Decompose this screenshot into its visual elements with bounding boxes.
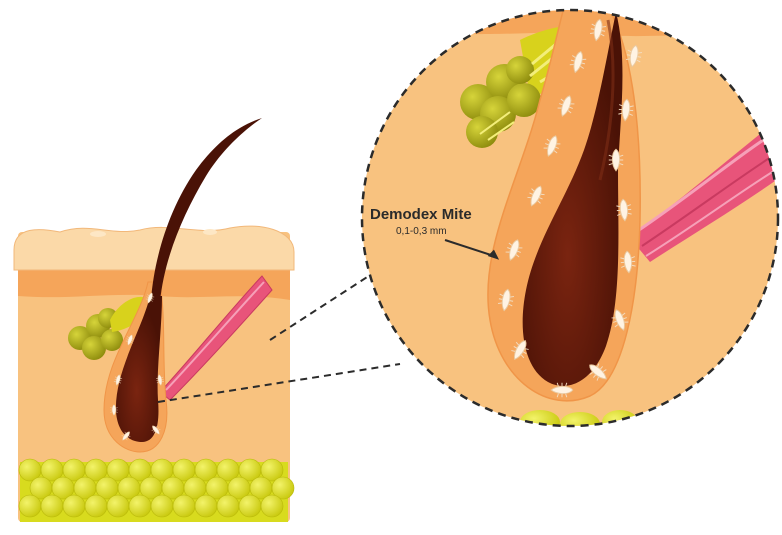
fat-cell — [195, 495, 217, 517]
fat-cell — [85, 495, 107, 517]
label-size: 0,1-0,3 mm — [396, 226, 447, 237]
skin-surface — [14, 226, 294, 270]
fat-cell — [261, 495, 283, 517]
fat-cell — [63, 495, 85, 517]
fat-cell — [129, 495, 151, 517]
fat-cell — [151, 495, 173, 517]
fat-cell — [239, 495, 261, 517]
fat-cell — [41, 495, 63, 517]
skin-cross-section — [14, 118, 294, 522]
fat-cells — [19, 459, 294, 517]
fat-cell — [107, 495, 129, 517]
label-title: Demodex Mite — [370, 206, 472, 223]
fat-cell — [217, 495, 239, 517]
fat-cell — [173, 495, 195, 517]
fat-cell — [19, 495, 41, 517]
